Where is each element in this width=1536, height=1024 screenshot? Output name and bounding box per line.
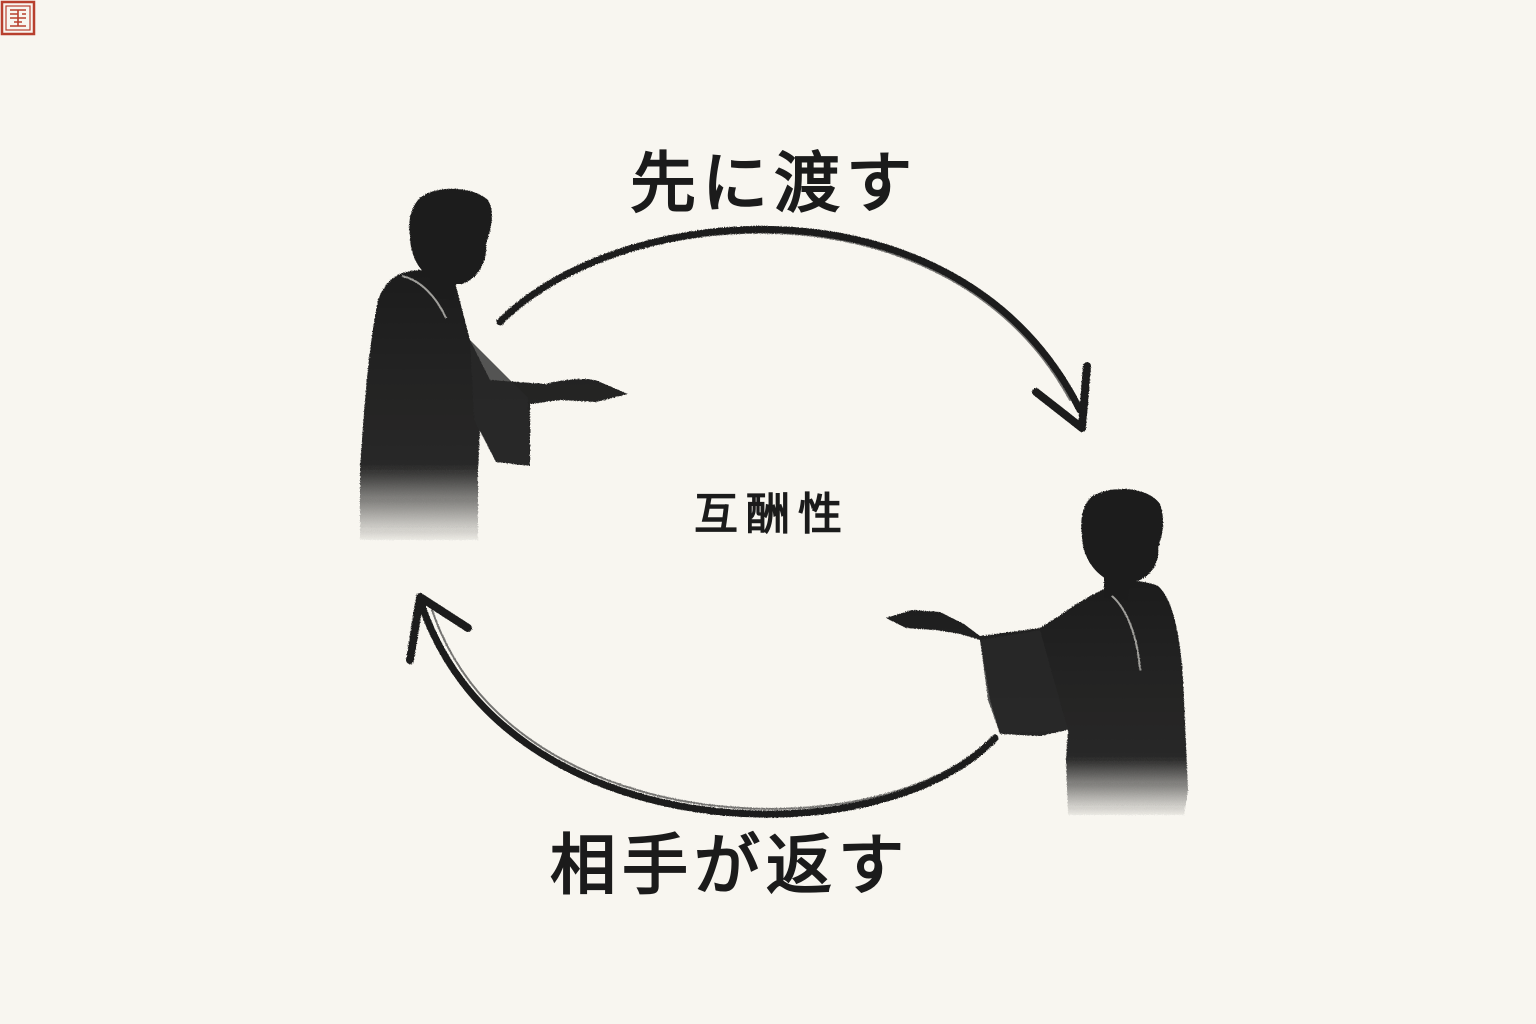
reciprocity-label: 互酬性 (694, 489, 850, 540)
curved-arrow-right-icon (496, 225, 1091, 432)
person-receiving-icon (886, 488, 1188, 815)
curved-arrow-left-icon (406, 593, 999, 818)
seal-stamp-icon (0, 0, 36, 36)
person-offering-icon (360, 188, 628, 540)
give-first-label: 先に渡す (630, 144, 918, 222)
return-label: 相手が返す (550, 826, 910, 904)
